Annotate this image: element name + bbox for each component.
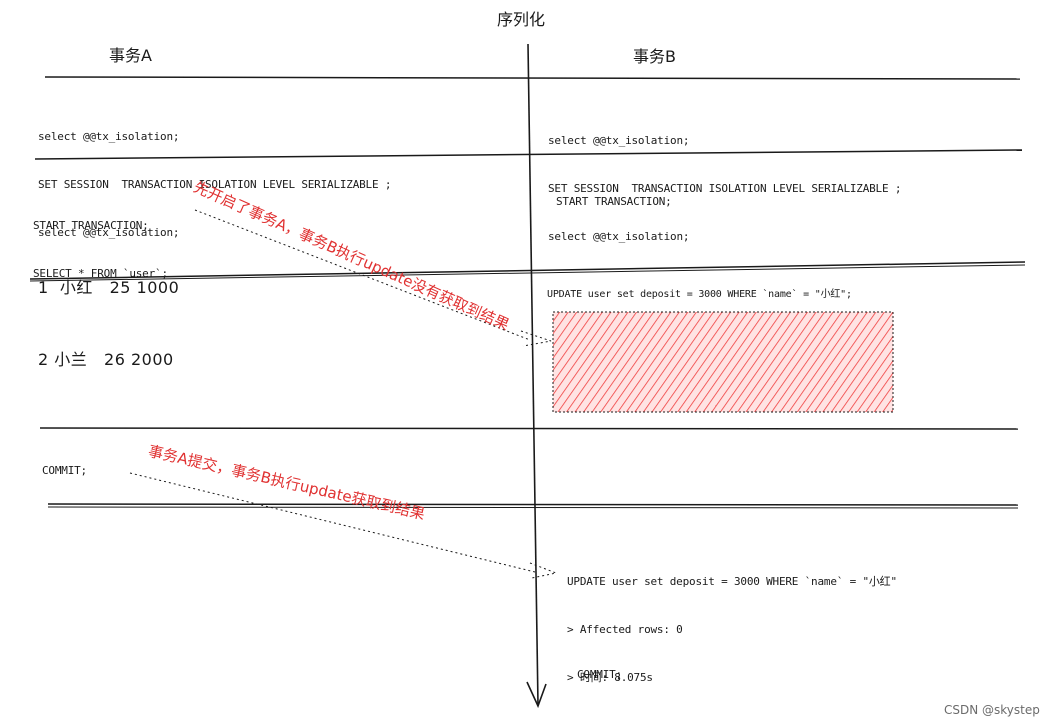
a-sql-line: SELECT * FROM `user`;: [33, 267, 168, 280]
a-sql-line: select @@tx_isolation;: [38, 226, 180, 239]
a-sql-line: START TRANSACTION;: [33, 219, 149, 232]
a-sql-line: select @@tx_isolation;: [38, 130, 180, 143]
connector-arrowhead-2: [529, 562, 558, 579]
a-query-result: 1 小红 25 1000 2 小兰 26 2000: [38, 228, 179, 396]
separator-3: [29, 261, 1026, 280]
b-sql-line: select @@tx_isolation;: [548, 230, 690, 243]
b-start-sql: START TRANSACTION;: [556, 195, 672, 208]
a-sql-line: SET SESSION TRANSACTION ISOLATION LEVEL …: [38, 178, 392, 191]
b-sql-line: UPDATE user set deposit = 3000 WHERE `na…: [567, 575, 897, 588]
timeline-axis: [527, 43, 539, 706]
result-row: 1 小红 25 1000: [38, 278, 180, 297]
timeline-arrowhead: [526, 681, 547, 709]
watermark-footer: CSDN @skystep: [944, 703, 1040, 717]
b-sql-line: SET SESSION TRANSACTION ISOLATION LEVEL …: [548, 182, 902, 195]
diagram-title: 序列化: [497, 10, 546, 29]
b-sql-line: > 时间: 8.075s: [567, 671, 653, 684]
a-start-sql: START TRANSACTION; SELECT * FROM `user`;: [33, 186, 168, 298]
b-sql-line: > Affected rows: 0: [567, 623, 683, 636]
separator-5b: [47, 506, 1019, 509]
column-header-a: 事务A: [109, 46, 152, 65]
separator-4: [39, 427, 1019, 430]
result-row: 2 小兰 26 2000: [38, 350, 174, 369]
b-update-sql: UPDATE user set deposit = 3000 WHERE `na…: [547, 289, 852, 300]
separator-1: [44, 76, 1021, 80]
b-update-result: UPDATE user set deposit = 3000 WHERE `na…: [567, 542, 897, 702]
separator-2: [34, 149, 1023, 160]
a-commit-sql: COMMIT;: [42, 464, 87, 477]
column-header-b: 事务B: [633, 47, 676, 66]
connector-arrowhead-1: [520, 330, 552, 347]
b-isolation-sql: select @@tx_isolation; SET SESSION TRANS…: [548, 101, 901, 261]
a-isolation-sql: select @@tx_isolation; SET SESSION TRANS…: [38, 97, 391, 257]
blocked-region: [552, 311, 894, 413]
b-commit-sql: COMMIT;: [577, 668, 622, 681]
separator-5: [47, 503, 1019, 506]
separator-3b: [29, 264, 1026, 282]
b-sql-line: select @@tx_isolation;: [548, 134, 690, 147]
